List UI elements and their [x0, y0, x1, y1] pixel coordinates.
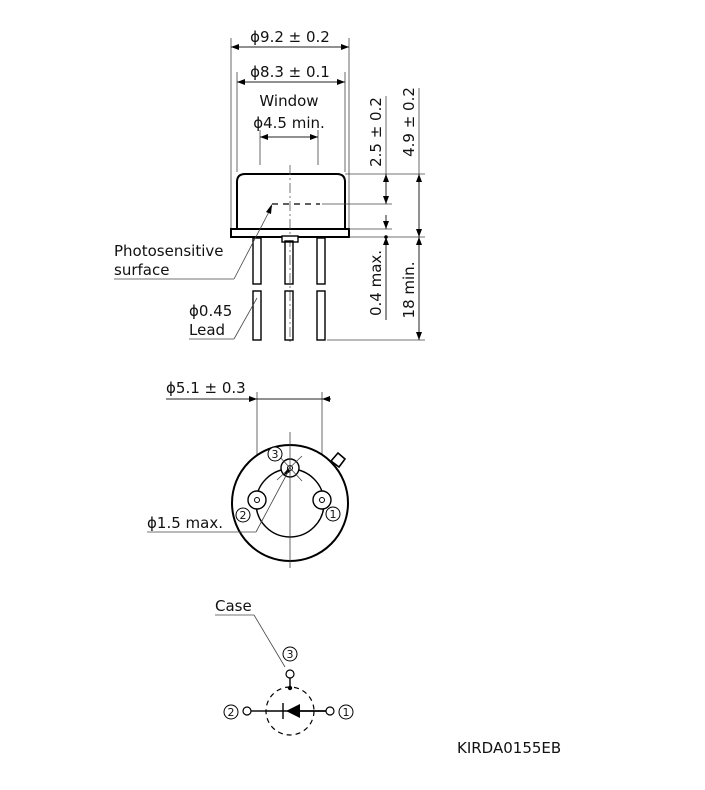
lead-3-upper: [284, 240, 294, 285]
case-label: Case: [215, 597, 252, 615]
schematic-pin-marker-1: [338, 704, 354, 720]
window-label: Window: [259, 92, 318, 110]
dim-chip: ϕ1.5 max.: [147, 514, 223, 532]
pin-marker-2: [235, 507, 251, 523]
side-view: ϕ9.2 ± 0.2 ϕ8.3 ± 0.1 Window ϕ4.5 min. 2…: [114, 28, 425, 345]
schematic: Case 3 2 1: [215, 597, 354, 736]
schematic-terminal-1: [325, 706, 335, 716]
dim-window-height: 2.5 ± 0.2: [367, 97, 385, 167]
dim-pin-circle: ϕ5.1 ± 0.3: [166, 379, 246, 397]
schematic-pin-marker-2: [223, 704, 239, 720]
lead-2-lower: [252, 290, 262, 341]
case-cap: [236, 173, 346, 231]
schematic-terminal-3: [285, 669, 295, 679]
lead-label: Lead: [189, 321, 225, 339]
photodiode-symbol: [286, 704, 300, 718]
dim-total-height: 4.9 ± 0.2: [400, 87, 418, 157]
pin-marker-1: [325, 506, 341, 522]
svg-text:2: 2: [240, 509, 247, 522]
schematic-terminal-2: [242, 706, 252, 716]
svg-text:2: 2: [228, 706, 235, 719]
lead-1-lower: [316, 290, 326, 341]
photosensitive-label-2: surface: [114, 261, 169, 279]
dim-lead-length: 18 min.: [400, 262, 418, 319]
window-dim: ϕ4.5 min.: [253, 114, 325, 132]
drawing-code: KIRDA0155EB: [457, 739, 561, 757]
schematic-pin-marker-3: [282, 646, 298, 662]
dim-case-inner: ϕ8.3 ± 0.1: [250, 63, 330, 81]
photosensitive-label-1: Photosensitive: [114, 242, 223, 260]
svg-text:3: 3: [287, 648, 294, 661]
svg-text:1: 1: [330, 508, 337, 521]
dim-case-outer: ϕ9.2 ± 0.2: [250, 28, 330, 46]
dim-flange: 0.4 max.: [367, 250, 385, 316]
svg-text:1: 1: [343, 706, 350, 719]
lead-1-upper: [316, 237, 326, 285]
lead-3-lower: [284, 290, 294, 341]
svg-text:3: 3: [272, 448, 279, 461]
lead-dim: ϕ0.45: [189, 302, 232, 320]
case-pin-stub: [281, 235, 299, 243]
bottom-view: ϕ5.1 ± 0.3 3 2 1 ϕ1.5 max.: [147, 379, 349, 568]
lead-2-upper: [252, 237, 262, 285]
pin-marker-3: [267, 446, 283, 462]
index-tab: [329, 451, 347, 469]
